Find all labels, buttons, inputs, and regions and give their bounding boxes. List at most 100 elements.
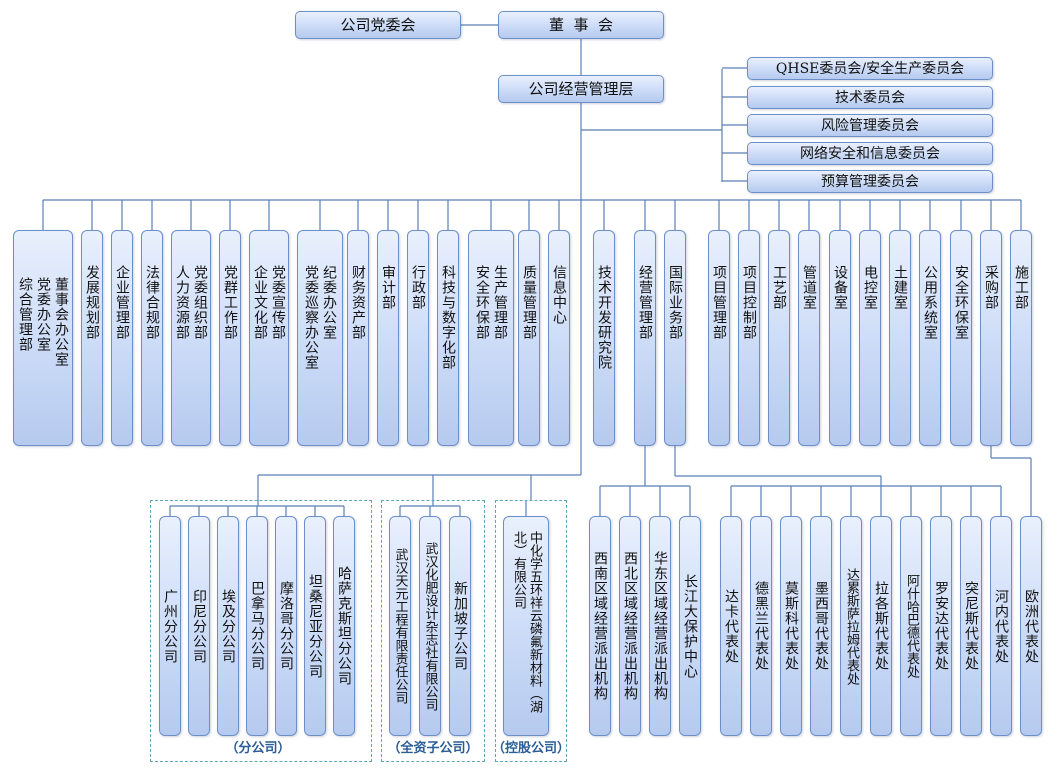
branches-group [150,500,372,762]
rep-office-box-6: 拉各斯代表处 [870,516,892,736]
rep-office-box-11: 欧洲代表处 [1020,516,1042,736]
department-label-1: 安全环保部 [474,265,490,340]
department-label: 采购部 [983,265,999,310]
department-label: 安全环保室 [953,265,969,340]
board-box: 董 事 会 [498,11,664,39]
wholly-owned-label: 武汉天元工程有限责任公司 [392,548,408,704]
branch-box-2: 印尼分公司 [188,516,210,736]
department-label-1: 党委巡察办公室 [303,265,319,370]
department-box-16: 技术开发研究院 [593,230,615,446]
committee-label: 风险管理委员会 [821,117,919,134]
department-box-23: 设备室 [829,230,851,446]
department-box-12: 科技与数字化部 [437,230,459,446]
holding-group [495,500,567,762]
committee-box-2: 技术委员会 [747,86,993,109]
department-label: 项目控制部 [741,265,757,340]
rep-office-box-10: 河内代表处 [990,516,1012,736]
branch-label: 摩洛哥分公司 [278,581,294,671]
regional-label: 长江大保护中心 [682,573,698,679]
holding-group-label: （控股公司） [491,741,571,756]
department-box-10: 审计部 [377,230,399,446]
department-label: 国际业务部 [667,265,683,340]
department-label-2: 纪委办公室 [321,265,337,340]
department-box-18: 国际业务部 [664,230,686,446]
department-box-4: 法律合规部 [141,230,163,446]
department-box-2: 发展规划部 [81,230,103,446]
rep-office-label: 达累斯萨拉姆代表处 [844,567,859,685]
branch-box-3: 埃及分公司 [217,516,239,736]
wholly-owned-box-3: 新加坡子公司 [449,516,471,736]
department-label: 公用系统室 [922,265,938,340]
regional-label: 西南区域经营派出机构 [592,551,608,701]
rep-office-label: 拉各斯代表处 [873,581,889,671]
department-box-25: 土建室 [889,230,911,446]
department-box-26: 公用系统室 [919,230,941,446]
department-label: 信息中心 [551,265,567,325]
regional-box-4: 长江大保护中心 [679,516,701,736]
committee-box-4: 网络安全和信息委员会 [747,142,993,165]
department-label: 行政部 [410,265,426,310]
wholly-owned-label: 新加坡子公司 [452,581,468,671]
rep-office-box-5: 达累斯萨拉姆代表处 [840,516,862,736]
department-label-3: 董事会办公室 [53,277,69,367]
rep-office-box-1: 达卡代表处 [720,516,742,736]
department-box-3: 企业管理部 [111,230,133,446]
rep-office-label: 莫斯科代表处 [783,581,799,671]
committee-box-3: 风险管理委员会 [747,114,993,137]
committee-label: 预算管理委员会 [821,173,919,190]
wholly-owned-group [381,500,485,762]
department-label: 科技与数字化部 [440,265,456,370]
department-label: 企业管理部 [114,265,130,340]
rep-office-box-9: 突尼斯代表处 [960,516,982,736]
rep-office-box-8: 罗安达代表处 [930,516,952,736]
department-box-24: 电控室 [859,230,881,446]
department-label: 技术开发研究院 [596,265,612,370]
department-box-21: 工艺部 [768,230,790,446]
department-box-6: 党群工作部 [219,230,241,446]
branch-box-4: 巴拿马分公司 [246,516,268,736]
rep-office-label: 罗安达代表处 [933,581,949,671]
committee-label: 网络安全和信息委员会 [800,145,940,162]
rep-office-label: 阿什哈巴德代表处 [904,574,919,678]
branch-label: 广州分公司 [162,588,178,664]
branch-box-1: 广州分公司 [159,516,181,736]
department-label: 法律合规部 [144,265,160,340]
department-label-1: 人力资源部 [174,265,190,340]
department-label: 党群工作部 [222,265,238,340]
department-label: 项目管理部 [711,265,727,340]
department-box-19: 项目管理部 [708,230,730,446]
department-label: 电控室 [862,265,878,310]
rep-office-box-7: 阿什哈巴德代表处 [900,516,922,736]
department-box-15: 信息中心 [548,230,570,446]
rep-office-label: 墨西哥代表处 [813,581,829,671]
department-label: 发展规划部 [84,265,100,340]
branches-group-label: （分公司） [225,741,291,756]
department-label: 工艺部 [771,265,787,310]
department-box-8: 纪委办公室党委巡察办公室 [297,230,343,446]
department-label-2: 党委宣传部 [270,265,286,340]
department-box-27: 安全环保室 [950,230,972,446]
holding-label-1: 中化学五环祥云磷氟新材料（湖北）有限公司 [511,531,542,713]
committee-label: QHSE委员会/安全生产委员会 [775,60,965,77]
department-box-20: 项目控制部 [738,230,760,446]
branch-box-7: 哈萨克斯坦分公司 [333,516,355,736]
department-box-17: 经营管理部 [634,230,656,446]
branch-label: 巴拿马分公司 [249,581,265,671]
department-box-7: 党委宣传部企业文化部 [249,230,289,446]
branch-label: 埃及分公司 [220,588,236,664]
branch-box-6: 坦桑尼亚分公司 [304,516,326,736]
wholly-owned-group-label: （全资子公司） [387,741,479,756]
wholly-owned-label: 武汉化肥设计杂志社有限公司 [422,541,438,711]
rep-office-label: 德黑兰代表处 [753,581,769,671]
department-box-13: 生产管理部安全环保部 [468,230,514,446]
department-box-9: 财务资产部 [347,230,369,446]
department-box-28: 采购部 [980,230,1002,446]
holding-box: 中化学五环祥云磷氟新材料（湖北）有限公司 [503,516,549,736]
branch-label: 印尼分公司 [191,588,207,664]
department-box-5: 党委组织部人力资源部 [171,230,211,446]
department-box-29: 施工部 [1010,230,1032,446]
branch-label: 坦桑尼亚分公司 [307,573,323,679]
department-label: 施工部 [1013,265,1029,310]
department-label-2: 生产管理部 [492,265,508,340]
